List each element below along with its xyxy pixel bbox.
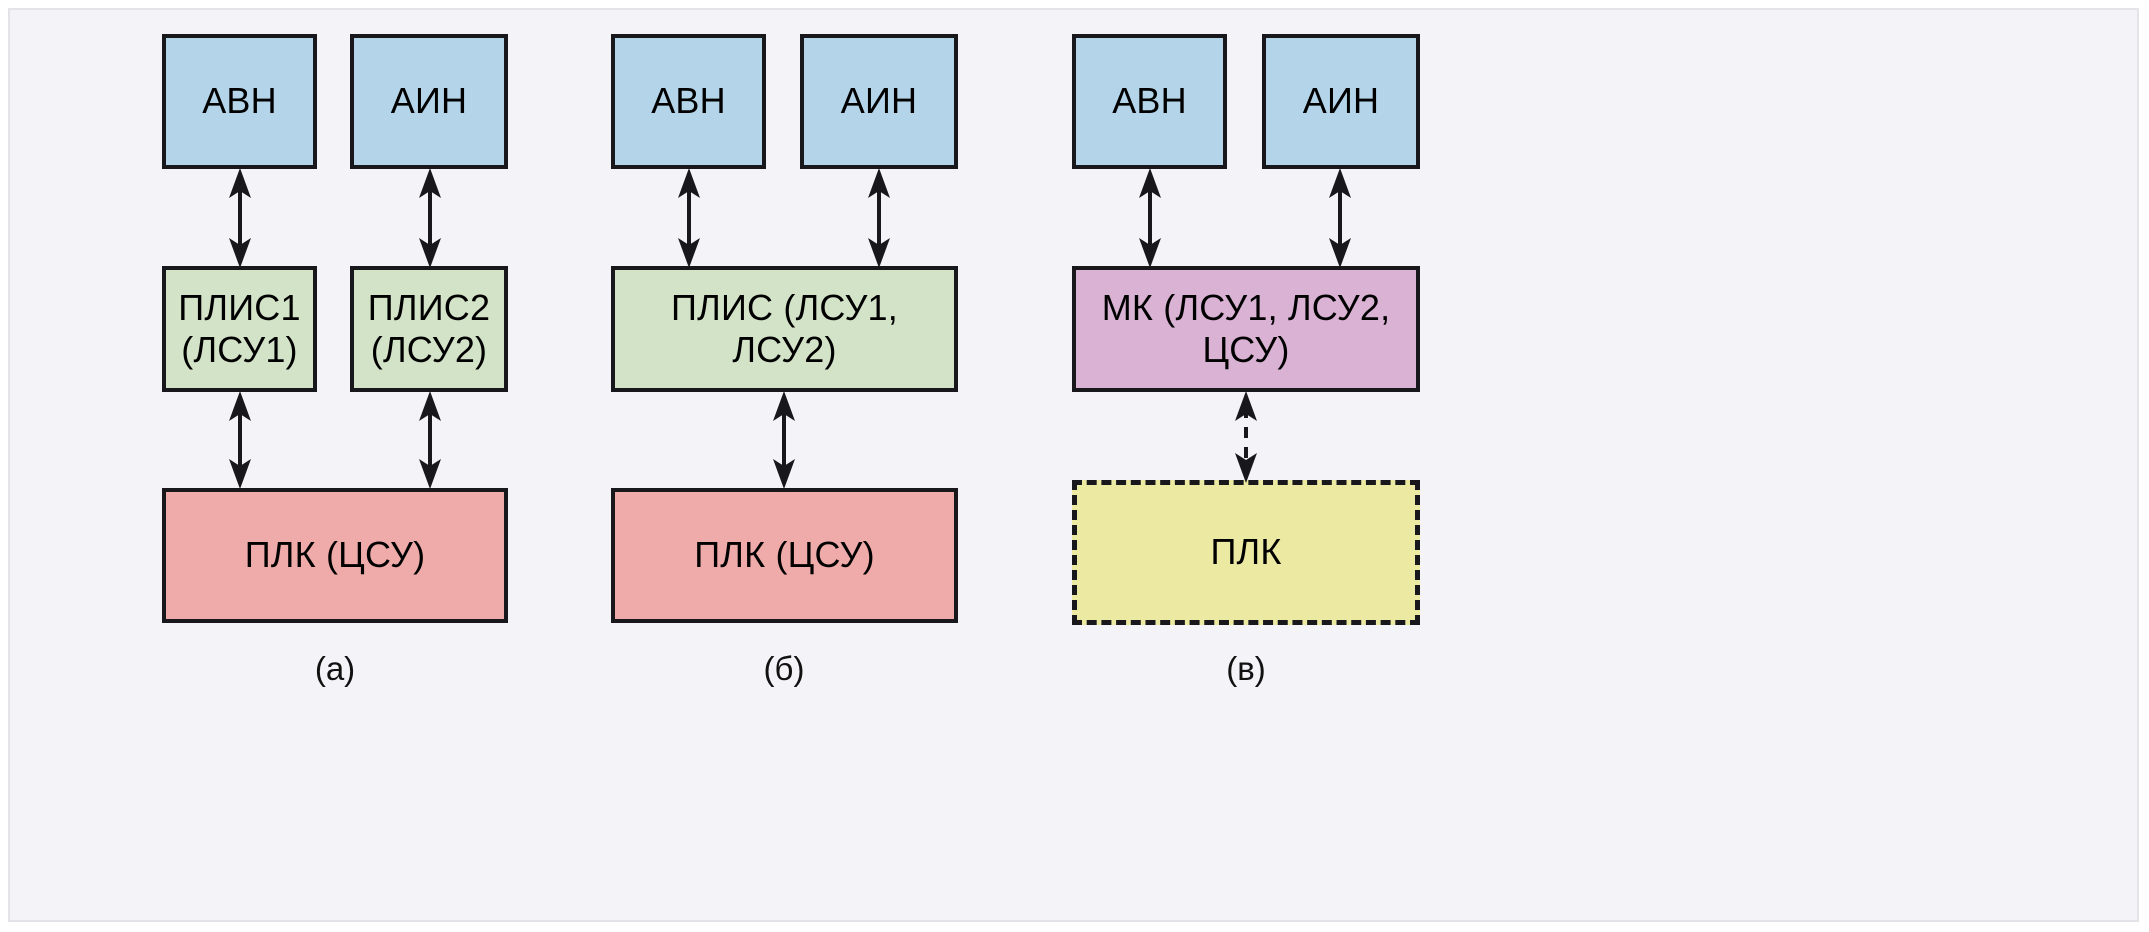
arrow-fpga-to-avn-b [673,168,705,268]
arrow-fpga2-to-ain [414,168,446,268]
caption-group-b: (б) [763,650,805,687]
diagram-group-v: АВН АИН МК (ЛСУ1, ЛСУ2, ЦСУ) ПЛК [1072,10,2141,924]
caption-group-v: (в) [1226,650,1266,687]
node-ain-b[interactable]: АИН [800,34,958,169]
node-avn-a[interactable]: АВН [162,34,317,169]
node-ain-a[interactable]: АИН [350,34,508,169]
caption-group-a: (а) [314,650,356,687]
arrow-plc-to-fpga-b [768,391,800,489]
node-plc-csu-b[interactable]: ПЛК (ЦСУ) [611,488,958,623]
arrow-mk-to-ain [1324,168,1356,268]
diagram-frame: АВН АИН ПЛИС1 (ЛСУ1) ПЛИС2 (ЛСУ2) ПЛК (Ц… [8,8,2139,922]
diagram-group-a: АВН АИН ПЛИС1 (ЛСУ1) ПЛИС2 (ЛСУ2) ПЛК (Ц… [10,10,726,924]
node-fpga2-lsu2[interactable]: ПЛИС2 (ЛСУ2) [350,266,508,392]
arrow-plc-to-fpga1 [224,391,256,489]
node-fpga-lsu1-lsu2[interactable]: ПЛИС (ЛСУ1, ЛСУ2) [611,266,958,392]
node-plc-csu-a[interactable]: ПЛК (ЦСУ) [162,488,508,623]
arrow-fpga-to-ain-b [863,168,895,268]
node-mk-lsu1-lsu2-csu[interactable]: МК (ЛСУ1, ЛСУ2, ЦСУ) [1072,266,1420,392]
arrow-plc-to-fpga2 [414,391,446,489]
node-fpga1-lsu1[interactable]: ПЛИС1 (ЛСУ1) [162,266,317,392]
node-plc-v[interactable]: ПЛК [1072,480,1420,625]
arrow-plc-to-mk-dashed [1230,391,1262,483]
node-ain-v[interactable]: АИН [1262,34,1420,169]
arrow-mk-to-avn [1134,168,1166,268]
node-avn-v[interactable]: АВН [1072,34,1227,169]
arrow-fpga1-to-avn [224,168,256,268]
diagram-group-b: АВН АИН ПЛИС (ЛСУ1, ЛСУ2) ПЛК (ЦСУ) [611,10,1434,924]
node-avn-b[interactable]: АВН [611,34,766,169]
